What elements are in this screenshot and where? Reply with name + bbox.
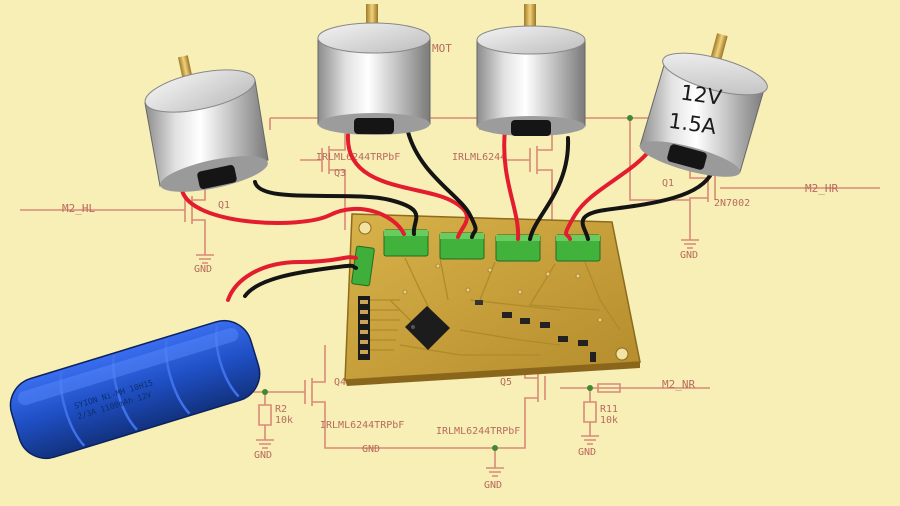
smd-component [502,312,512,318]
terminal-block-motor-4 [555,234,601,262]
gnd-label: GND [362,444,380,455]
net-label-m2-hl: M2_HL [62,202,95,215]
gnd-label: GND [484,480,502,491]
resistor-value-right: 10k [600,415,618,426]
gnd-label: GND [194,264,212,275]
smd-component [540,322,550,328]
ref-r11: R11 [600,404,618,415]
motor-rating-voltage: 12V [679,80,724,110]
motor-2 [317,4,431,135]
ref-r2: R2 [275,404,287,415]
gnd-label: GND [254,450,272,461]
smd-component [475,300,483,305]
microcontroller-chip [405,306,450,350]
part-fet-bottom-left: IRLML6244TRPbF [320,420,404,431]
ref-q3: Q3 [334,168,346,179]
smd-component [578,340,588,346]
pcb-board [344,213,641,386]
pin-header [358,296,370,360]
terminal-block-motor-2 [439,232,485,260]
motor-4: 12V 1.5A [639,33,768,177]
smd-component [520,318,530,324]
net-label-mot: MOT [432,42,452,55]
ref-q1-right: Q1 [662,178,674,189]
part-fet-right: 2N7002 [714,198,750,209]
smd-component [590,352,596,362]
ref-q1-left: Q1 [218,200,230,211]
motor-1 [144,55,269,192]
part-fet-top2: IRLML6244 [452,152,506,163]
part-fet-top: IRLML6244TRPbF [316,152,400,163]
terminal-block-motor-1 [383,229,429,257]
net-label-m2-hr: M2_HR [805,182,838,195]
battery-pack: SYION Ni-MH 10H15 2/3A 1100mAh 12V [9,319,261,460]
part-fet-bottom-center: IRLML6244TRPbF [436,426,520,437]
ref-q5: Q5 [500,377,512,388]
ref-q4: Q4 [334,377,346,388]
gnd-label: GND [680,250,698,261]
net-label-m2-nr: M2_NR [662,378,695,391]
gnd-label: GND [578,447,596,458]
resistor-value-left: 10k [275,415,293,426]
smd-component [558,336,568,342]
motor-3 [476,4,586,136]
wiring [180,128,714,302]
